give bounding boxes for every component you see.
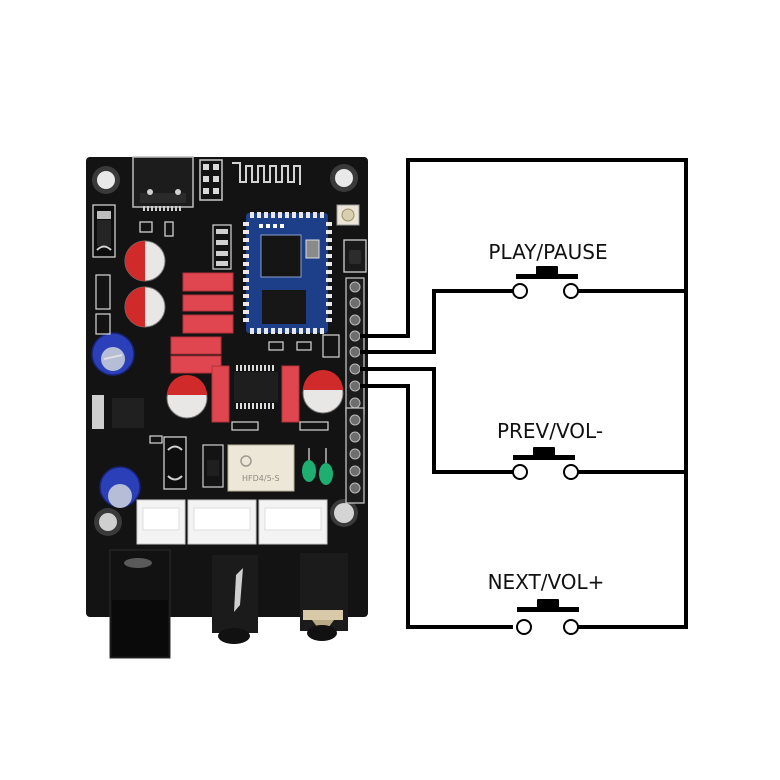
flash-chip <box>262 290 306 324</box>
wire-play-pause <box>360 289 513 354</box>
jst-connector <box>187 499 257 545</box>
electrolytic-capacitor-blue <box>91 332 135 376</box>
switch-terminal <box>563 283 579 299</box>
mounting-hole <box>330 164 358 192</box>
electrolytic-capacitor <box>166 375 208 419</box>
button-label: PREV/VOL- <box>497 419 603 443</box>
electrolytic-capacitor-blue <box>99 466 141 508</box>
button-prev-vol-down: PREV/VOL- <box>497 419 603 480</box>
switch-actuator <box>516 274 578 279</box>
smd-transistor <box>202 444 224 488</box>
button-next-vol-up: NEXT/VOL+ <box>488 570 605 635</box>
wire-common <box>360 158 688 629</box>
film-capacitor-bank <box>170 272 300 423</box>
smd-pads <box>95 274 340 444</box>
smd-diode <box>163 436 187 490</box>
jst-connector <box>258 499 328 545</box>
led-green <box>302 448 316 482</box>
amplifier-ic <box>234 365 278 409</box>
relay-label: HFD4/5-S <box>242 474 280 483</box>
dc-power-jack <box>109 549 171 659</box>
wire-next-vol-up <box>360 384 513 629</box>
smd-diode <box>92 204 116 258</box>
switch-terminal <box>512 464 528 480</box>
mounting-hole <box>92 166 120 194</box>
switch-terminal <box>512 283 528 299</box>
bluetooth-chip <box>260 234 302 278</box>
smd-resistor-array <box>199 159 223 201</box>
switch-terminal <box>563 619 579 635</box>
electrolytic-capacitor <box>302 370 344 414</box>
bluetooth-module <box>243 212 332 334</box>
led-green <box>319 448 333 485</box>
electrolytic-capacitor <box>124 286 166 328</box>
jst-connector <box>136 499 186 545</box>
usb-c-port <box>132 156 194 211</box>
electrolytic-capacitor <box>124 240 166 282</box>
switch-plunger <box>536 266 558 275</box>
switch-actuator <box>513 455 575 460</box>
pin-header <box>345 277 365 504</box>
switch-plunger <box>537 599 559 608</box>
audio-jack-3.5mm <box>300 553 348 641</box>
relay: HFD4/5-S <box>227 444 295 492</box>
pcb-antenna-trace <box>232 162 301 185</box>
smd-capacitor <box>139 221 174 237</box>
onboard-tactile-switch <box>343 239 367 273</box>
switch-terminal <box>563 464 579 480</box>
switch-plunger <box>533 447 555 456</box>
voltage-regulator <box>92 395 144 429</box>
mounting-hole <box>94 508 122 536</box>
crystal <box>305 239 320 259</box>
button-label: PLAY/PAUSE <box>488 240 607 264</box>
button-label: NEXT/VOL+ <box>488 570 605 594</box>
wires <box>360 158 688 629</box>
mounting-hole <box>330 499 358 527</box>
antenna-connector <box>336 204 360 226</box>
wire-prev-vol-down <box>360 367 513 474</box>
switch-actuator <box>517 607 579 612</box>
audio-jack-3.5mm <box>212 555 258 644</box>
smd-resistor-array <box>212 224 232 270</box>
pcb-board: HFD4/5-S <box>86 156 368 659</box>
button-play-pause: PLAY/PAUSE <box>488 240 608 299</box>
switch-terminal <box>516 619 532 635</box>
